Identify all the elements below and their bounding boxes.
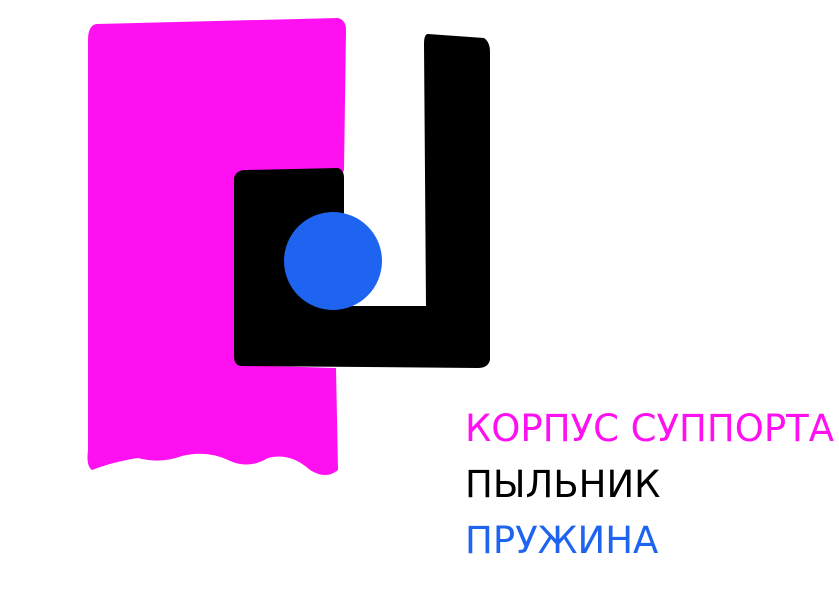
caliper-housing-shape bbox=[87, 18, 346, 475]
legend-dust-boot-label: ПЫЛЬНИК bbox=[465, 463, 661, 506]
legend-spring-label: ПРУЖИНА bbox=[465, 519, 659, 562]
legend-housing-label: КОРПУС СУППОРТА bbox=[465, 407, 835, 450]
spring-shape bbox=[284, 212, 382, 310]
